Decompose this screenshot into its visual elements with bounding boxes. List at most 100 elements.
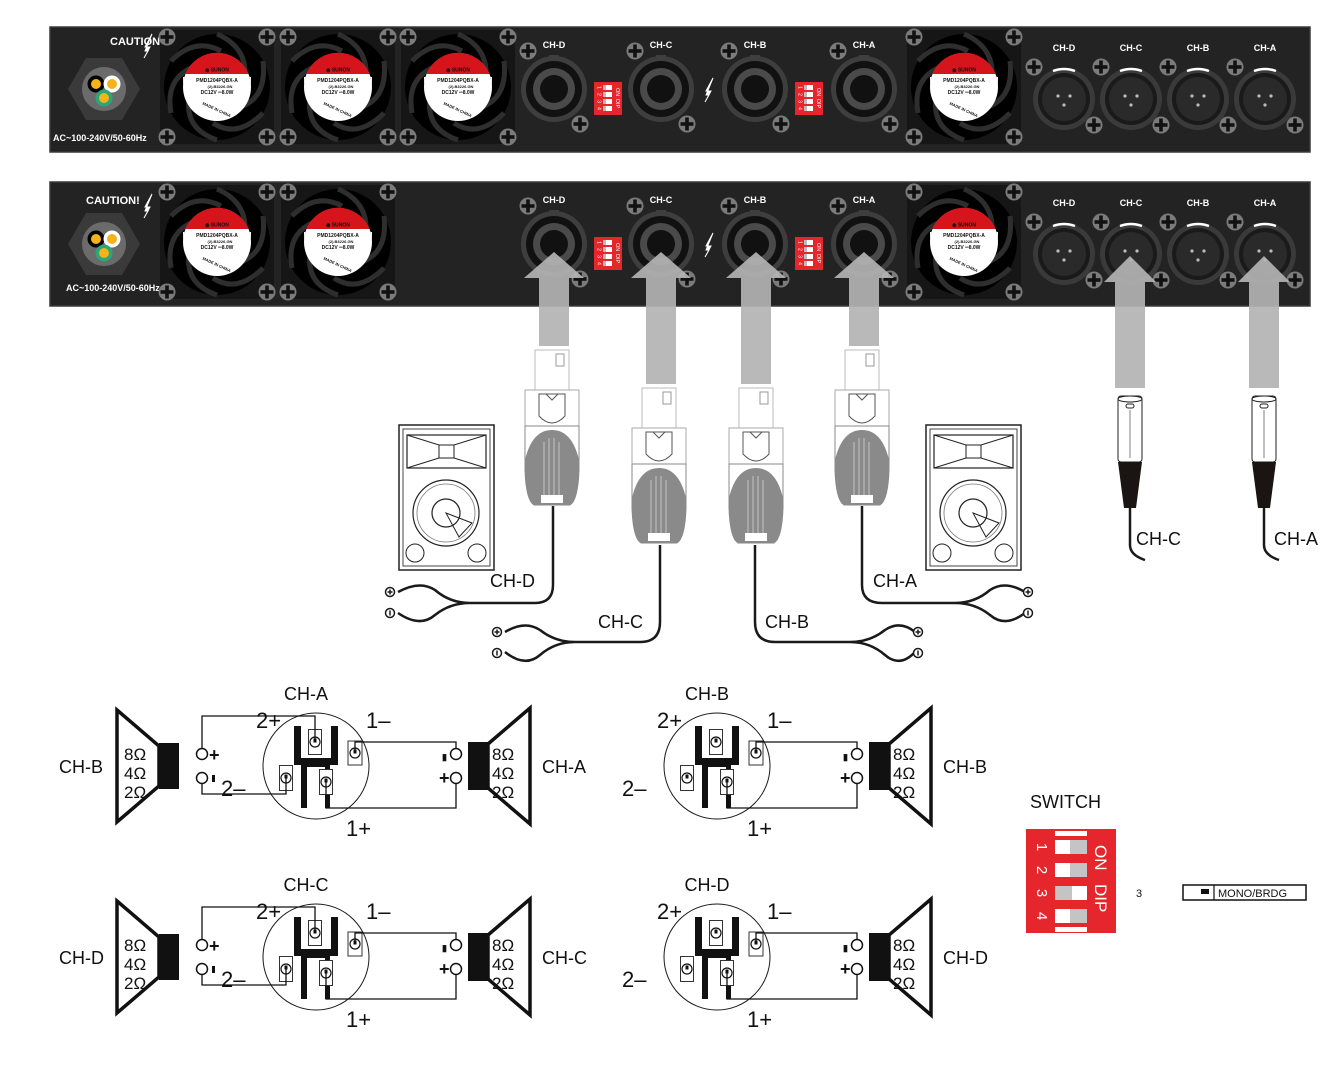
dip-dip-label: DIP (815, 254, 821, 264)
polarity-minus-label: ▮ (843, 752, 848, 762)
caution-label: CAUTION! (110, 36, 164, 48)
pin-label-2minus: 2– (622, 776, 647, 801)
positive-terminal-icon (1022, 586, 1034, 598)
screw-icon (158, 183, 176, 201)
fan-rating: DC12V ═8.0W (322, 90, 355, 96)
dip-number: 3 (797, 100, 803, 103)
screw-icon (1005, 183, 1023, 201)
speakon-output-ch-d[interactable]: CH-D (519, 40, 589, 133)
speaker-channel-label: CH-D (59, 948, 104, 968)
fan-model: PMD1204PQBX-A (196, 233, 238, 239)
impedance-label: 8Ω (492, 936, 514, 955)
fan-sub: (2).B3226.GN (955, 239, 980, 244)
polarity-minus-label (212, 966, 215, 973)
screw-icon (571, 115, 589, 133)
xlr-input-ch-d[interactable]: CH-D (1025, 198, 1103, 289)
speakon-output-ch-a[interactable]: CH-A (829, 195, 899, 288)
xlr-plug (1117, 395, 1143, 509)
xlr-input-ch-c[interactable]: CH-C (1092, 198, 1170, 289)
arrow-icon (524, 252, 584, 346)
pin-label-2minus: 2– (622, 967, 647, 992)
terminal (850, 938, 864, 952)
terminal (449, 747, 463, 761)
pin-label-2plus: 2+ (256, 899, 281, 924)
polarity-plus-label: + (840, 768, 851, 788)
xlr-input-ch-b[interactable]: CH-B (1159, 198, 1237, 289)
dip-number: 2 (797, 93, 803, 96)
polarity-plus-label: + (439, 959, 450, 979)
speakon-output-ch-c[interactable]: CH-C (626, 195, 696, 288)
speakon-output-ch-b[interactable]: CH-B (720, 195, 790, 288)
speakon-output-ch-d[interactable]: CH-D (519, 195, 589, 288)
panel-components: ◉ SUNON PMD1204PQBX-A (2).B3226.GN DC12V ═8… (159, 184, 1304, 301)
xlr-input-ch-c[interactable]: CH-C (1092, 43, 1170, 134)
output-channel-label: CH-C (650, 195, 673, 205)
terminal (195, 747, 209, 761)
xlr-input-ch-a[interactable]: CH-A (1226, 198, 1304, 289)
polarity-minus-label: ▮ (843, 943, 848, 953)
dip-on-label: ON (815, 243, 821, 251)
connection-arrows (384, 252, 1290, 662)
speaker-cable-ch-c (504, 545, 662, 662)
terminal (195, 962, 209, 976)
fan-rating: DC12V ═8.0W (322, 245, 355, 251)
pin-label-1plus: 1+ (747, 1007, 772, 1032)
dip-number: 3 (797, 255, 803, 258)
fan-rating: DC12V ═8.0W (201, 90, 234, 96)
screw-icon (720, 197, 738, 215)
speakon-plug (728, 387, 784, 544)
speakon-plug (631, 387, 687, 544)
input-channel-label: CH-D (1053, 198, 1076, 208)
terminal (449, 962, 463, 976)
speaker-channel-label: CH-A (542, 757, 586, 777)
fan-sub: (2).B3226.GN (955, 84, 980, 89)
screw-icon (772, 115, 790, 133)
fan-brand: ◉ SUNON (205, 223, 229, 229)
xlr-input-ch-a[interactable]: CH-A (1226, 43, 1304, 134)
positive-terminal-icon (491, 626, 503, 638)
input-channel-label: CH-D (1053, 43, 1076, 53)
screw-icon (158, 283, 176, 301)
diagram-title: CH-B (685, 684, 729, 704)
pin-label-1plus: 1+ (346, 1007, 371, 1032)
terminal (850, 747, 864, 761)
xlr-input-ch-b[interactable]: CH-B (1159, 43, 1237, 134)
screw-icon (519, 42, 537, 60)
output-channel-label: CH-D (543, 195, 566, 205)
screw-icon (279, 183, 297, 201)
speakon-output-ch-a[interactable]: CH-A (829, 40, 899, 133)
wire (354, 932, 457, 945)
speakon-output-ch-c[interactable]: CH-C (626, 40, 696, 133)
impedance-label: 8Ω (893, 745, 915, 764)
pin-label-2minus: 2– (221, 776, 246, 801)
fan-model: PMD1204PQBX-A (317, 78, 359, 84)
speakon-output-ch-b[interactable]: CH-B (720, 40, 790, 133)
xlr-input-ch-d[interactable]: CH-D (1025, 43, 1103, 134)
screw-icon (626, 42, 644, 60)
dip-number: 4 (797, 262, 803, 265)
terminal (195, 938, 209, 952)
dip-on-label: ON (1091, 845, 1110, 871)
screw-icon (399, 28, 417, 46)
screw-icon (1226, 213, 1244, 231)
terminal (850, 962, 864, 976)
pin-label-1plus: 1+ (346, 816, 371, 841)
dip-number: 2 (596, 93, 602, 96)
impedance-label: 4Ω (124, 764, 146, 783)
dip-dip-label: DIP (815, 99, 821, 109)
screw-icon (1152, 116, 1170, 134)
screw-icon (1092, 58, 1110, 76)
screw-icon (399, 128, 417, 146)
dip-number: 2 (1033, 866, 1050, 874)
